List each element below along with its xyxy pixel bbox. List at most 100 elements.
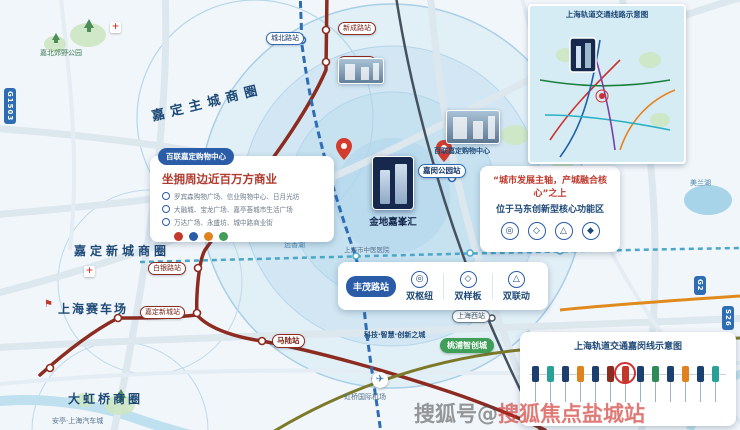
label-taopu-pill: 桃浦智创城	[440, 338, 494, 353]
commerce-title: 坐拥周边近百万方商业	[162, 172, 277, 186]
road-tag-g1503: G1503	[4, 88, 16, 125]
mall-logo-icon	[219, 232, 228, 241]
inset-metro-lines	[539, 37, 676, 158]
mall-photo	[446, 110, 500, 144]
quote-line1: “城市发展主轴，产城融合核心”之上	[493, 176, 607, 199]
quote-icon-row: ◎ ◇ △ ◆	[488, 222, 612, 241]
metro-line-jiamin	[298, 0, 383, 430]
feature-circle-icon: ◆	[581, 222, 600, 241]
line-diagram-station	[682, 366, 689, 402]
fengmaolu-station-pill: 丰茂路站	[346, 275, 397, 297]
quote-card: “城市发展主轴，产城融合核心”之上 位于马东创新型核心功能区 ◎ ◇ △ ◆	[480, 166, 620, 252]
mall-logo-icon	[189, 232, 198, 241]
project-marker	[372, 156, 414, 210]
location-pins	[336, 138, 452, 162]
commerce-row-text: 万达广场、永盛坊、城中路商业街	[174, 219, 273, 227]
station-pill-jiamin-park: 嘉闵公园站	[418, 164, 466, 178]
label-hongqiao-business-circle: 大虹桥商圈	[68, 392, 144, 406]
racing-flag-icon: ⚑	[44, 299, 53, 310]
label-yuanxiang-lake: 远香湖	[284, 241, 305, 249]
label-park-north: 嘉北郊野公园	[40, 49, 82, 57]
jiamin-line-diagram-card: 上海轨道交通嘉闵线示意图	[520, 332, 736, 426]
project-tower	[380, 170, 390, 204]
commerce-row: 万达广场、永盛坊、城中路商业街	[162, 217, 324, 227]
line-diagram-station	[614, 362, 636, 402]
feature-label: 双枢纽	[406, 291, 434, 302]
label-bailian-mall: 百联嘉定购物中心	[434, 147, 490, 155]
link-icon: △	[507, 270, 525, 288]
hub-icon: ◎	[411, 270, 429, 288]
quote-line2: 位于马东创新型核心功能区	[495, 205, 604, 216]
line-diagram-station	[667, 366, 674, 402]
line-diagram-bars	[520, 356, 736, 418]
feature-circle-icon: △	[554, 222, 573, 241]
line-diagram-station	[637, 366, 644, 402]
metro-line-orange	[559, 294, 740, 312]
hospital-icon: +	[84, 266, 95, 277]
station-pill-shanghaixi: 上海西站	[452, 310, 490, 323]
commerce-row-text: 大融城、宝龙广场、嘉亭荟城市生活广场	[174, 206, 293, 214]
hospital-icon: +	[110, 22, 121, 33]
road-tag-g2: G2	[694, 276, 706, 295]
bullet-icon	[162, 192, 170, 200]
station-pill-malu: 马陆站	[272, 334, 305, 348]
feature-card: 丰茂路站 ◎ 双枢纽 ◇ 双样板 △ 双联动	[338, 262, 548, 310]
parks	[44, 23, 575, 415]
commerce-card: 百联嘉定购物中心 坐拥周边近百万方商业 罗宾森购物广场、信业购物中心、日月光坊 …	[150, 148, 334, 242]
mall-logo-row	[174, 232, 324, 241]
line-diagram-station	[562, 366, 569, 402]
highlight-ring	[614, 362, 636, 384]
label-meilan-lake: 美兰湖	[690, 179, 711, 187]
project-tower	[395, 164, 407, 204]
line-diagram-station	[712, 366, 719, 402]
station-pill-xinchenglu: 新成路站	[338, 22, 376, 35]
label-anting: 安亭·上海汽车城	[52, 417, 104, 425]
line-diagram-station	[577, 366, 584, 402]
feature-item: △ 双联动	[493, 270, 540, 302]
label-taopu-slogan: 科技·智慧·创新之城	[364, 331, 426, 339]
feature-item: ◎ 双枢纽	[396, 270, 443, 302]
feature-circle-icon: ◎	[500, 222, 519, 241]
commerce-row: 大融城、宝龙广场、嘉亭荟城市生活广场	[162, 204, 324, 214]
metro-line-baojia	[139, 246, 740, 264]
line-diagram-station	[607, 366, 614, 402]
station-pill-baiyinlu: 白银路站	[148, 262, 186, 275]
line-diagram-title: 上海轨道交通嘉闵线示意图	[573, 342, 682, 352]
commerce-badge: 百联嘉定购物中心	[158, 148, 234, 165]
commerce-row: 罗宾森购物广场、信业购物中心、日月光坊	[162, 191, 324, 201]
label-circuit: 上海赛车场	[58, 302, 129, 316]
label-newtown-business-circle: 嘉定新城商圈	[74, 244, 171, 258]
bullet-icon	[162, 205, 170, 213]
divider	[491, 273, 493, 299]
feature-label: 双联动	[502, 291, 530, 302]
commerce-row-text: 罗宾森购物广场、信业购物中心、日月光坊	[174, 193, 300, 201]
feature-label: 双样板	[454, 291, 482, 302]
line-diagram-station	[592, 366, 599, 402]
landmark-photo	[338, 58, 384, 84]
label-tcm-hospital: 上海市中医医院	[344, 246, 390, 254]
watermark: 搜狐号@搜狐焦点盐城站	[414, 398, 645, 428]
line-diagram-station	[547, 366, 554, 402]
metro-network-inset: 上海轨道交通线路示意图	[528, 4, 686, 164]
feature-item: ◇ 双样板	[444, 270, 491, 302]
model-icon: ◇	[459, 270, 477, 288]
inset-project-thumb	[569, 37, 597, 73]
project-name: 金地嘉峯汇	[369, 217, 417, 228]
mall-logo-icon	[174, 232, 183, 241]
watermark-brand: 搜狐焦点盐城站	[498, 402, 645, 426]
road-tag-s26: S26	[722, 306, 734, 330]
label-airport: 虹桥国际机场	[344, 393, 386, 401]
divider	[443, 273, 445, 299]
station-pill-chengbeilu: 城北路站	[266, 32, 304, 45]
station-pill-jiadingxincheng: 嘉定新城站	[140, 306, 185, 319]
feature-circle-icon: ◇	[527, 222, 546, 241]
inset-title: 上海轨道交通线路示意图	[565, 10, 649, 19]
bullet-icon	[162, 218, 170, 226]
watermark-prefix: 搜狐号@	[414, 402, 498, 426]
mall-logo-icon	[204, 232, 213, 241]
airport-plane-icon: ✈	[372, 372, 388, 388]
line-diagram-station	[652, 366, 659, 402]
line-diagram-station	[532, 366, 539, 402]
inset-project-dot	[599, 93, 605, 99]
